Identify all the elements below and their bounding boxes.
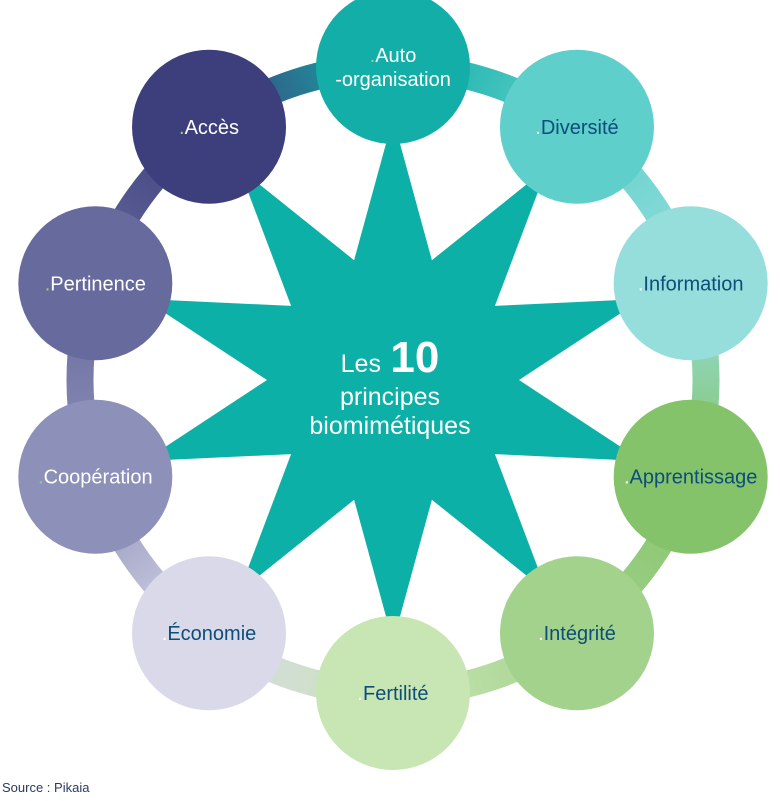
- principle-economie: .Économie: [132, 556, 287, 711]
- principle-label: .Information: [638, 273, 744, 295]
- principle-circle: [18, 206, 173, 361]
- center-line-biomimetiques: biomimétiques: [309, 412, 470, 440]
- principle-label-line: .Information: [638, 273, 744, 295]
- bullet-dot-icon: .: [535, 117, 541, 139]
- center-prefix: Les: [341, 350, 381, 378]
- principle-integrite: .Intégrité: [499, 556, 654, 711]
- principle-circle: [499, 49, 654, 204]
- principle-label-line: -organisation: [335, 69, 451, 91]
- principle-label: .Économie: [162, 622, 257, 645]
- principle-label-line: .Accès: [179, 117, 239, 139]
- principle-pertinence: .Pertinence: [18, 206, 173, 361]
- principle-circle: [132, 49, 287, 204]
- bullet-dot-icon: .: [370, 45, 376, 67]
- principle-label-line: .Auto: [370, 45, 417, 67]
- bullet-dot-icon: .: [638, 273, 644, 295]
- bullet-dot-icon: .: [45, 273, 51, 295]
- principle-label: .Coopération: [38, 467, 153, 489]
- center-label: Les 10 principes biomimétiques: [309, 333, 470, 440]
- principle-circle: [316, 0, 470, 144]
- center-line-principes: principes: [340, 383, 440, 411]
- principle-label-line: .Intégrité: [538, 623, 616, 645]
- principle-acces: .Accès: [132, 49, 287, 204]
- principle-diversite: .Diversité: [499, 49, 654, 204]
- principle-circle: [18, 399, 173, 554]
- principle-label: .Diversité: [535, 117, 618, 139]
- principle-apprentissage: .Apprentissage: [613, 399, 768, 554]
- principle-information: .Information: [613, 206, 768, 361]
- principle-label-line: .Pertinence: [45, 273, 146, 295]
- principle-fertilite: .Fertilité: [316, 616, 470, 770]
- principle-label-line: .Fertilité: [357, 683, 428, 705]
- principle-cooperation: .Coopération: [18, 399, 173, 554]
- principle-label-line: .Coopération: [38, 467, 153, 489]
- principle-circle: [132, 556, 287, 711]
- principle-label: .Apprentissage: [624, 467, 757, 489]
- bullet-dot-icon: .: [624, 467, 630, 489]
- center-star: [143, 118, 643, 642]
- principle-circle: [613, 399, 768, 554]
- principle-circle: [499, 556, 654, 711]
- principle-label-line: .Diversité: [535, 117, 618, 139]
- principle-label: .Fertilité: [357, 683, 428, 705]
- principle-circle: [613, 206, 768, 361]
- bullet-dot-icon: .: [179, 117, 185, 139]
- svg-text:Les 10: Les 10: [341, 333, 440, 382]
- source-caption: Source : Pikaia: [2, 780, 90, 795]
- bullet-dot-icon: .: [357, 683, 363, 705]
- bullet-dot-icon: .: [538, 623, 544, 645]
- center-number: 10: [390, 333, 439, 382]
- principle-label: .Accès: [179, 117, 239, 139]
- principle-auto-organisation: .Auto-organisation: [316, 0, 470, 144]
- principle-circles: .Auto-organisation .Diversité .Information…: [18, 0, 768, 770]
- principle-label-line: .Économie: [162, 622, 257, 645]
- principle-label: .Auto-organisation: [335, 45, 451, 91]
- principle-label: .Pertinence: [45, 273, 146, 295]
- principle-label-line: .Apprentissage: [624, 467, 757, 489]
- principle-label: .Intégrité: [538, 623, 616, 645]
- principle-circle: [316, 616, 470, 770]
- bullet-dot-icon: .: [162, 623, 168, 645]
- bullet-dot-icon: .: [38, 467, 44, 489]
